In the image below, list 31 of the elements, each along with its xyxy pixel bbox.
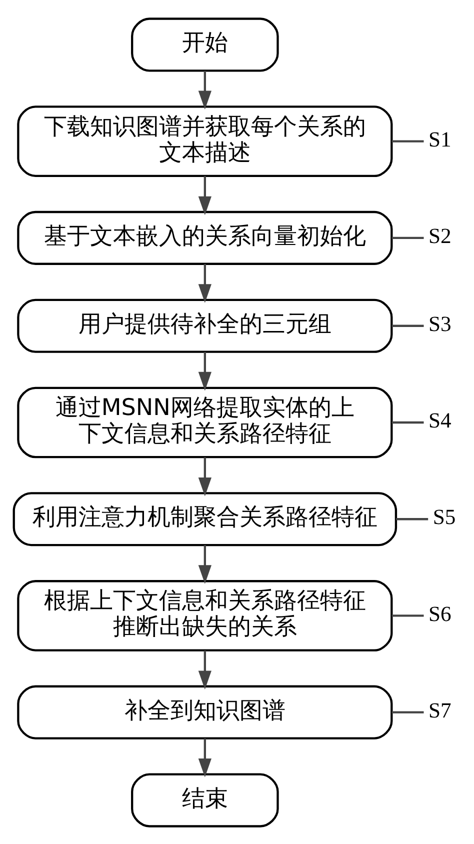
node-box: 结束	[131, 772, 279, 827]
node-box: 利用注意力机制聚合关系路径特征	[12, 492, 398, 546]
node-box: 下载知识图谱并获取每个关系的文本描述	[17, 105, 393, 177]
connector	[392, 236, 424, 239]
node-box: 根据上下文信息和关系路径特征推断出缺失的关系	[17, 580, 393, 651]
connector	[392, 420, 424, 424]
node-box: 通过MSNN网络提取实体的上下文信息和关系路径特征	[17, 386, 393, 458]
node-box: 基于文本嵌入的关系向量初始化	[17, 210, 393, 264]
arrow	[198, 738, 212, 777]
node-text: S7	[428, 698, 452, 722]
connector	[392, 614, 424, 616]
connector	[392, 710, 424, 713]
arrow	[198, 264, 212, 302]
node-text: S5	[432, 504, 456, 529]
node-box: 开始	[131, 17, 279, 72]
node-box: 补全到知识图谱	[17, 684, 393, 739]
node-text: S1	[428, 126, 452, 151]
arrow	[198, 176, 212, 215]
node-text: S4	[428, 408, 452, 432]
arrow	[198, 456, 212, 496]
node-text: S3	[428, 311, 452, 336]
arrow	[198, 650, 212, 689]
node-text: S2	[428, 223, 452, 248]
arrow	[198, 351, 212, 390]
arrow	[198, 544, 212, 584]
node-text: S6	[428, 601, 452, 626]
node-box: 用户提供待补全的三元组	[17, 298, 393, 352]
arrow	[198, 70, 212, 110]
connector	[392, 140, 424, 142]
connector	[396, 518, 428, 520]
connector	[392, 324, 424, 326]
